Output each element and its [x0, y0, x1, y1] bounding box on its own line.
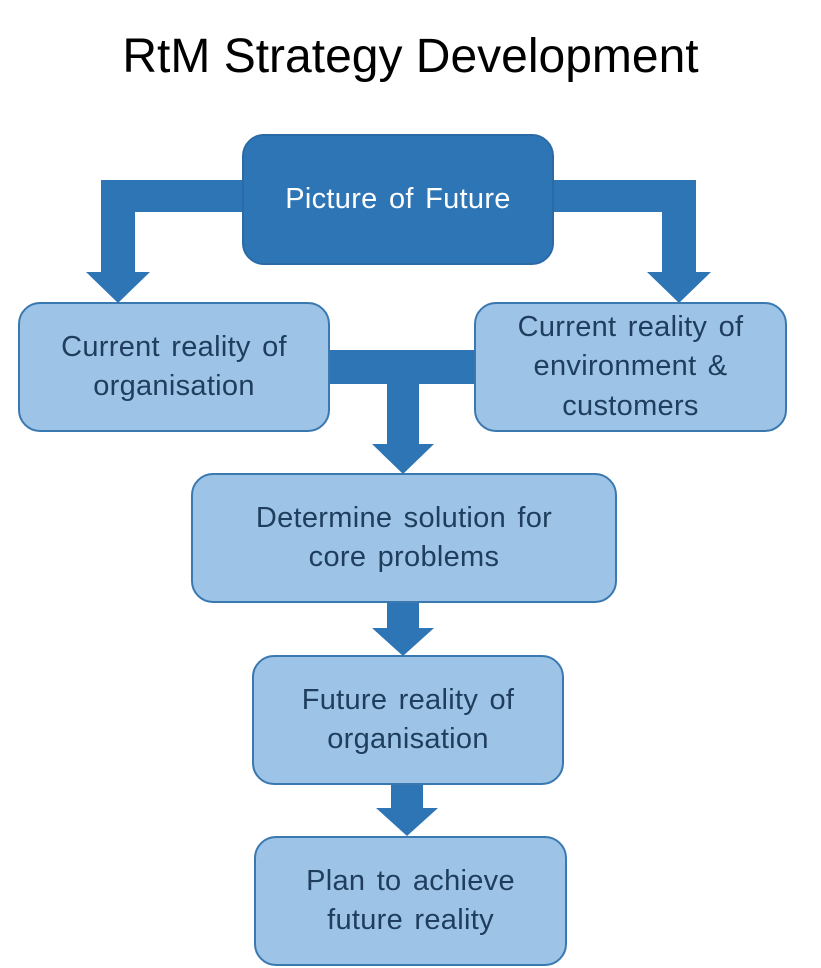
node-future-reality: Future reality of organisation	[252, 655, 564, 785]
arrow-future-to-environment	[552, 180, 711, 303]
node-label: Current reality of organisation	[61, 328, 287, 406]
node-label-line: future reality	[327, 904, 494, 936]
node-label-line: Current reality of	[61, 330, 287, 363]
node-label-line: Picture of Future	[285, 182, 511, 215]
node-picture-of-future: Picture of Future	[242, 134, 554, 265]
node-label-line: organisation	[93, 370, 255, 402]
node-label: Picture of Future	[285, 180, 510, 219]
arrow-solution-to-future-reality	[372, 602, 434, 656]
node-label: Determine solution for core problems	[256, 499, 552, 577]
arrow-future-to-organisation	[86, 180, 245, 303]
node-label: Plan to achieve future reality	[306, 862, 515, 940]
node-label-line: Future reality of	[301, 683, 515, 716]
node-plan-to-achieve: Plan to achieve future reality	[254, 836, 567, 966]
node-label-line: environment &	[533, 350, 728, 383]
arrow-future-reality-to-plan	[376, 784, 438, 836]
arrow-merge-to-solution	[328, 350, 476, 474]
node-label-line: core problems	[308, 541, 500, 573]
node-label: Current reality of environment & customers	[518, 308, 744, 425]
node-label-line: Determine solution for	[255, 501, 553, 534]
node-label-line: customers	[562, 389, 699, 422]
node-determine-solution: Determine solution for core problems	[191, 473, 617, 603]
node-label-line: Plan to achieve	[306, 864, 515, 897]
node-label: Future reality of organisation	[302, 681, 515, 759]
node-current-reality-environment: Current reality of environment & customers	[474, 302, 787, 432]
node-label-line: organisation	[327, 723, 489, 755]
node-label-line: Current reality of	[517, 311, 744, 344]
diagram-title: RtM Strategy Development	[122, 30, 699, 83]
node-current-reality-organisation: Current reality of organisation	[18, 302, 330, 432]
